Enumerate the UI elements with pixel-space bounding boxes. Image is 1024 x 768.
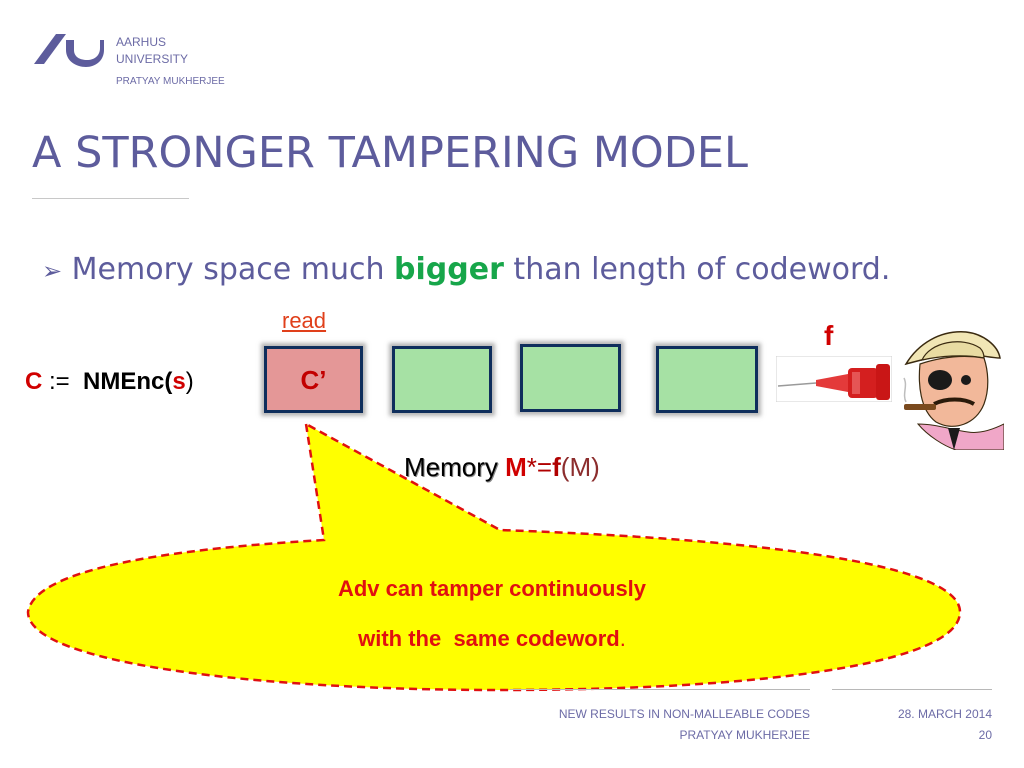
memory-m: M [505, 452, 527, 482]
university-line-2: UNIVERSITY [116, 52, 189, 66]
footer-author: PRATYAY MUKHERJEE [679, 728, 810, 742]
formula-assign: := [42, 368, 84, 395]
bullet-arrow-icon: ➢ [42, 257, 63, 285]
memory-cell [392, 346, 492, 413]
codeword-label: C’ [300, 365, 327, 395]
read-label: read [282, 308, 327, 333]
encoding-formula: C := NMEnc(s) [25, 368, 194, 396]
cowboy-adversary-illustration [900, 324, 1004, 450]
page-number: 20 [978, 728, 992, 742]
formula-close: ) [185, 368, 194, 395]
tamper-function-label: f [824, 320, 834, 351]
bullet-text-2: than length of codeword. [503, 252, 891, 287]
formula-nmenc: NMEnc( [83, 368, 173, 395]
memory-f: f [552, 452, 561, 482]
footer-presentation-title: NEW RESULTS IN NON-MALLEABLE CODES [558, 707, 810, 721]
bullet-emphasis: bigger [394, 252, 504, 287]
university-line-1: AARHUS [116, 35, 167, 49]
callout-text-line-2-end: . [619, 626, 626, 651]
memory-cell [656, 346, 758, 413]
footer-divider-left [510, 689, 810, 690]
footer-divider-right [832, 689, 992, 690]
memory-cell [520, 344, 621, 412]
callout-text-line-1: Adv can tamper continuously [337, 576, 647, 601]
university-name: AARHUS UNIVERSITY [116, 34, 188, 68]
memory-cell-codeword: C’ [264, 346, 363, 413]
footer-date: 28. MARCH 2014 [897, 707, 992, 721]
memory-arg: (M) [560, 452, 600, 482]
aarhus-university-logo [34, 34, 104, 67]
callout-text-line-2-main: with the same codeword [358, 626, 620, 651]
memory-word: Memory [404, 452, 506, 482]
bullet-point: ➢ Memory space much bigger than length o… [42, 252, 890, 287]
memory-equation: Memory M*=f(M) [404, 452, 600, 483]
formula-s: s [172, 368, 186, 395]
formula-c: C [25, 368, 43, 395]
header-author: PRATYAY MUKHERJEE [116, 76, 225, 87]
callout-text-line-2: with the same codeword. [0, 626, 984, 652]
bullet-text-1: Memory space much [71, 252, 395, 287]
title-divider [32, 198, 189, 199]
slide-title: A STRONGER TAMPERING MODEL [32, 128, 749, 178]
syringe-illustration [776, 356, 892, 402]
memory-star-eq: *= [526, 452, 553, 482]
